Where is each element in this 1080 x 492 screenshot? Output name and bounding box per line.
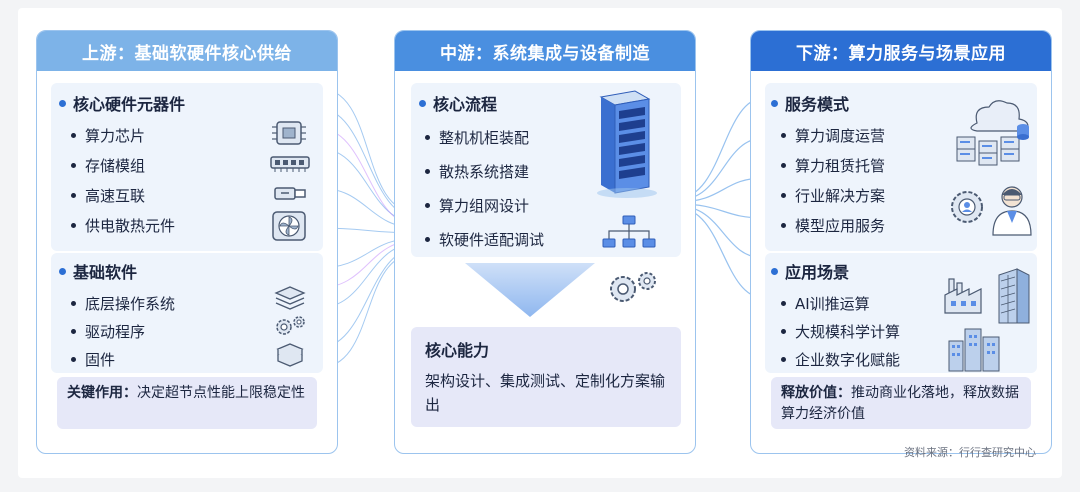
usb-icon bbox=[274, 187, 306, 200]
capability-text: 架构设计、集成测试、定制化方案输出 bbox=[425, 372, 666, 414]
service-item-leasing: 算力租赁托管 bbox=[781, 155, 885, 176]
cloud-server-icon bbox=[956, 100, 1029, 166]
service-title: 服务模式 bbox=[771, 91, 849, 115]
layers-icon bbox=[274, 286, 306, 310]
section-dot bbox=[771, 267, 778, 275]
downstream-note: 释放价值：推动商业化落地，释放数据算力经济价值 bbox=[771, 377, 1031, 429]
fan-icon bbox=[272, 211, 306, 241]
capability-title: 核心能力 bbox=[425, 341, 490, 360]
service-item-solutions: 行业解决方案 bbox=[781, 185, 885, 206]
server-rack-icon bbox=[597, 90, 657, 198]
process-title: 核心流程 bbox=[419, 91, 497, 115]
downstream-header: 下游：算力服务与场景应用 bbox=[751, 31, 1051, 71]
software-item-driver: 驱动程序 bbox=[71, 321, 145, 342]
scene-item-digital: 企业数字化赋能 bbox=[781, 349, 900, 370]
hardware-item-interconnect: 高速互联 bbox=[71, 185, 145, 206]
stack-icon bbox=[276, 343, 304, 367]
section-dot bbox=[419, 99, 426, 107]
software-item-os: 底层操作系统 bbox=[71, 293, 175, 314]
network-icon bbox=[602, 215, 656, 248]
gear-person-icon bbox=[951, 191, 983, 223]
diagram-canvas: 上游：基础软硬件核心供给 核心硬件元器件 算力芯片 存储模组 高速互联 供电散热… bbox=[18, 8, 1062, 478]
down-arrow-icon bbox=[465, 263, 595, 317]
chip-icon bbox=[272, 121, 306, 145]
midstream-column: 中游：系统集成与设备制造 核心流程 整机机柜装配 散热系统搭建 算力组网设计 软… bbox=[394, 30, 696, 454]
downstream-column: 下游：算力服务与场景应用 服务模式 算力调度运营 算力租赁托管 行业解决方案 模… bbox=[750, 30, 1052, 454]
gears-icon bbox=[276, 316, 305, 335]
software-item-firmware: 固件 bbox=[71, 349, 115, 370]
factory-icon bbox=[944, 278, 982, 314]
section-dot bbox=[59, 267, 66, 275]
service-item-scheduling: 算力调度运营 bbox=[781, 125, 885, 146]
hardware-item-storage: 存储模组 bbox=[71, 155, 145, 176]
scene-title: 应用场景 bbox=[771, 259, 849, 283]
process-item-network: 算力组网设计 bbox=[425, 195, 529, 216]
service-item-model: 模型应用服务 bbox=[781, 215, 885, 236]
scene-item-science: 大规模科学计算 bbox=[781, 321, 900, 342]
section-dot bbox=[59, 99, 66, 107]
city-icon bbox=[948, 328, 1000, 372]
software-title: 基础软件 bbox=[59, 259, 137, 283]
section-dot bbox=[771, 99, 778, 107]
hardware-item-chip: 算力芯片 bbox=[71, 125, 145, 146]
midstream-header: 中游：系统集成与设备制造 bbox=[395, 31, 695, 71]
scene-item-ai: AI训推运算 bbox=[781, 293, 870, 314]
skyscraper-icon bbox=[998, 268, 1030, 324]
source-note: 资料来源：行行查研究中心 bbox=[904, 446, 1036, 459]
gears-icon bbox=[610, 272, 656, 302]
hardware-title: 核心硬件元器件 bbox=[59, 91, 185, 115]
capability-box bbox=[411, 327, 681, 427]
upstream-header: 上游：基础软硬件核心供给 bbox=[37, 31, 337, 71]
process-item-assembly: 整机机柜装配 bbox=[425, 127, 529, 148]
process-item-cooling: 散热系统搭建 bbox=[425, 161, 529, 182]
hardware-item-power: 供电散热元件 bbox=[71, 215, 175, 236]
memory-icon bbox=[270, 156, 310, 172]
upstream-column: 上游：基础软硬件核心供给 核心硬件元器件 算力芯片 存储模组 高速互联 供电散热… bbox=[36, 30, 338, 454]
upstream-note: 关键作用：决定超节点性能上限稳定性 bbox=[57, 377, 317, 429]
process-item-adaptation: 软硬件适配调试 bbox=[425, 229, 544, 250]
doctor-icon bbox=[992, 186, 1032, 236]
